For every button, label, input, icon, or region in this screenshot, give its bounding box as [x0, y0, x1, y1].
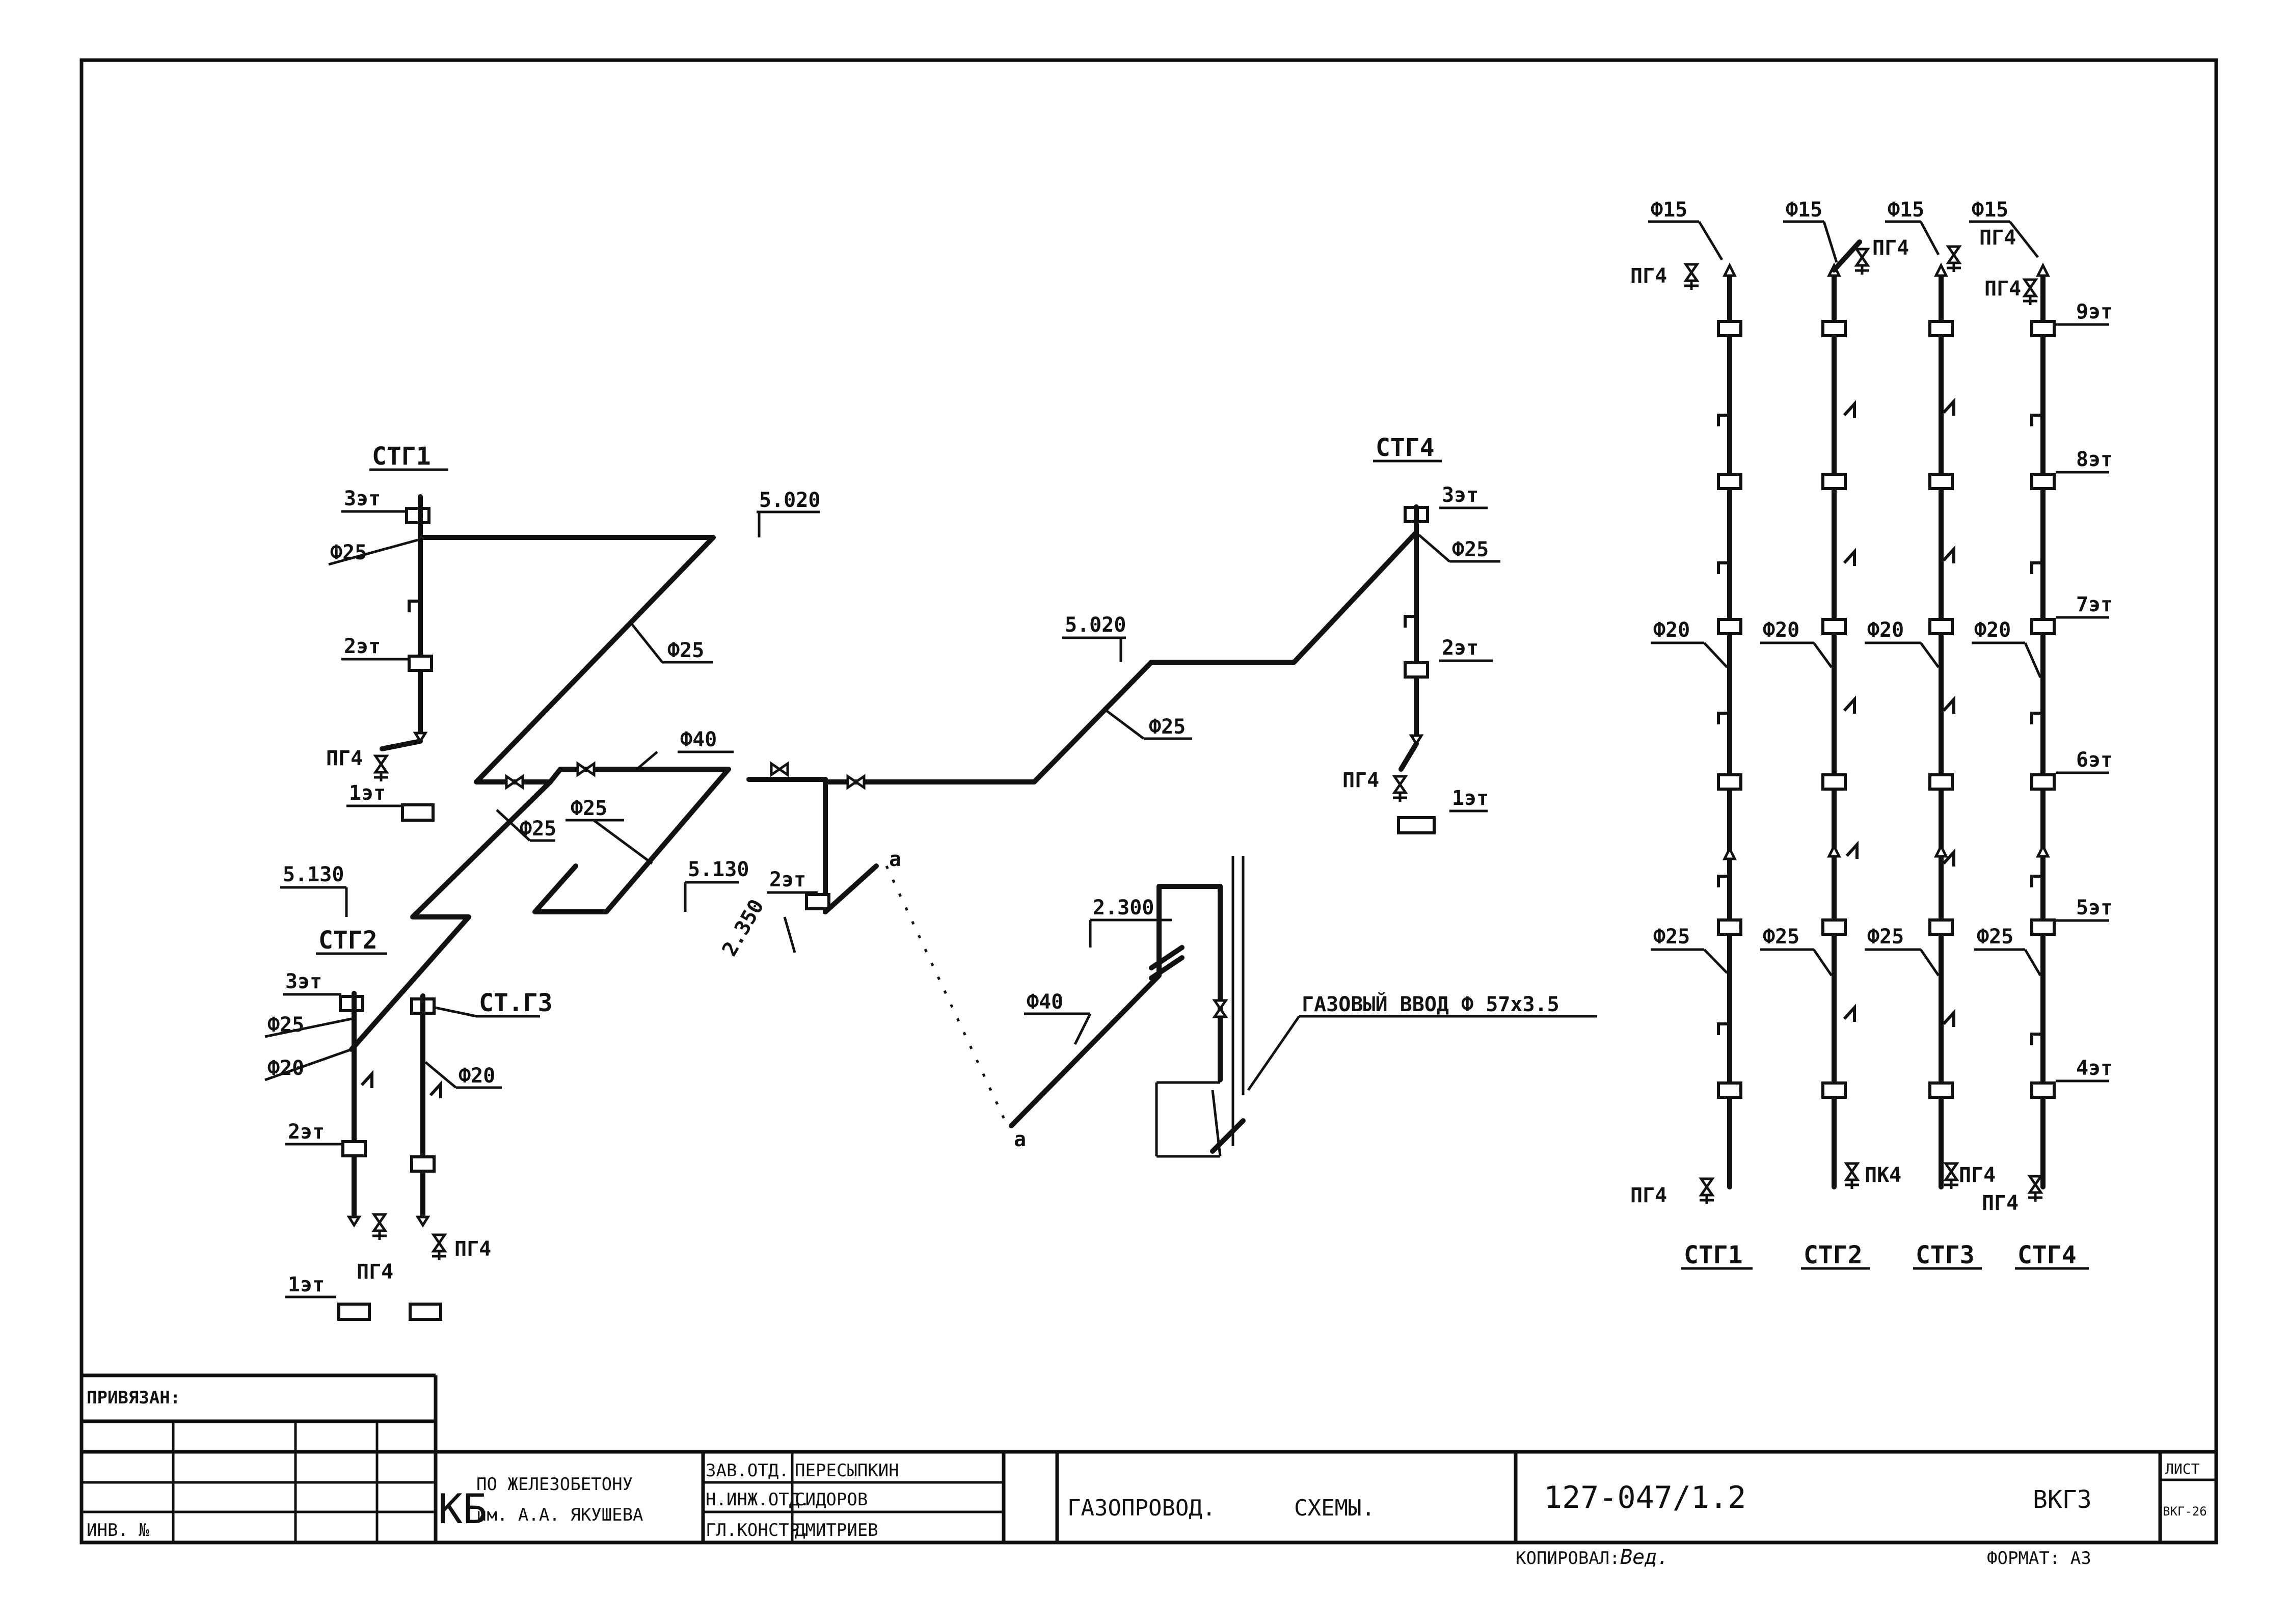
title-block: ПРИВЯЗАН: ИНВ. № КБ ПО ЖЕЛЕЗОБЕТОНУ им. … [82, 1373, 2216, 1569]
left-scheme: СТГ1 3эт Ф25 2эт ПГ4 1эт 5.020 Ф25 [264, 434, 1597, 1321]
diameter-label: Ф25 [1452, 538, 1489, 561]
right-scheme: Ф15 ПГ4 Ф20 Ф25 ПГ4 СТГ [1630, 198, 2113, 1270]
gas-meter-label: ПГ4 [357, 1260, 393, 1284]
role-name: СИДОРОВ [795, 1490, 868, 1510]
meter-label: ПГ4 [1984, 277, 2021, 301]
floor-label: 1эт [1452, 787, 1489, 810]
diameter-top-label: Ф15 [1651, 198, 1687, 222]
diameter-label: Ф20 [1867, 618, 1904, 642]
floor-label: 9эт [2076, 300, 2113, 323]
riser-label-ctg4: СТГ4 [1376, 434, 1435, 462]
role-name: ДМИТРИЕВ [795, 1520, 878, 1540]
floor-label: 2эт [769, 868, 806, 891]
riser-label-ctg1: СТГ1 [372, 442, 431, 471]
diameter-label: Ф25 [330, 541, 367, 564]
copied-signature: Вед. [1620, 1546, 1669, 1569]
meter-label: ПГ4 [1982, 1192, 2019, 1215]
floor-label: 2эт [1442, 636, 1478, 660]
diameter-top-label: Ф15 [1972, 198, 2008, 222]
drawing-title: ГАЗОПРОВОД. [1067, 1495, 1216, 1521]
sheet-number: ВКГ-26 [2163, 1504, 2207, 1519]
floor-label: 3эт [285, 970, 322, 993]
point-a-label: а [1014, 1128, 1026, 1151]
floor-label: 1эт [288, 1273, 325, 1296]
diameter-label: Ф25 [1867, 925, 1904, 949]
floor-label: 8эт [2076, 448, 2113, 471]
floor-label: 2эт [344, 635, 381, 658]
diameter-label: Ф40 [1027, 990, 1063, 1014]
right-riser-3: Ф15 Ф20 Ф25 ПГ4 СТГ3 [1865, 198, 1996, 1270]
meter-label: ПГ4 [1630, 264, 1667, 288]
elevation-mark: 2.300 [1093, 896, 1154, 919]
diameter-label: Ф25 [667, 639, 704, 662]
riser-ctg2-left: СТГ2 3эт Ф25 Ф20 2эт ПГ4 1эт [264, 926, 393, 1321]
diameter-label: Ф20 [459, 1064, 495, 1088]
diameter-label: Ф25 [571, 797, 607, 820]
meter-label: ПГ4 [1630, 1184, 1667, 1207]
format-label: ФОРМАТ: А3 [1987, 1548, 2091, 1568]
copied-label: КОПИРОВАЛ: [1516, 1548, 1620, 1568]
diameter-label: Ф20 [1763, 618, 1799, 642]
diameter-label: Ф25 [1977, 925, 2013, 949]
doc-number: 127-047/1.2 [1544, 1480, 1746, 1515]
diameter-label: Ф25 [1763, 925, 1799, 949]
floor-label: 5эт [2076, 896, 2113, 919]
meter-label: ПГ4 [1979, 226, 2016, 250]
diameter-label: Ф20 [1653, 618, 1690, 642]
org-abbr: КБ [438, 1485, 487, 1533]
elevation-mark: 5.020 [1065, 613, 1126, 637]
riser-label: СТГ2 [1804, 1241, 1863, 1269]
riser-label-ctg2: СТГ2 [318, 926, 378, 955]
diameter-label: Ф40 [680, 728, 717, 751]
elevation-mark: 2.350 [718, 896, 769, 960]
diameter-top-label: Ф15 [1888, 198, 1924, 222]
elevation-mark: 5.020 [759, 489, 820, 512]
role-label: ЗАВ.ОТД. [706, 1460, 789, 1481]
drawing-subtitle: СХЕМЫ. [1294, 1495, 1375, 1521]
meter-label: ПГ4 [1959, 1163, 1996, 1187]
riser-label: СТГ1 [1684, 1241, 1743, 1269]
sheet-code: ВКГ3 [2033, 1485, 2092, 1514]
role-name: ПЕРЕСЫПКИН [795, 1460, 899, 1481]
floor-label: 7эт [2076, 593, 2113, 616]
right-riser-2: Ф15 ПГ4 Ф20 Ф25 ПК4 [1760, 198, 1909, 1270]
riser-ctg4-left: СТГ4 3эт Ф25 2эт ПГ4 1эт [1342, 434, 1500, 834]
diameter-top-label: Ф15 [1786, 198, 1822, 222]
floor-label: 3эт [1442, 483, 1478, 507]
diameter-label: Ф20 [1974, 618, 2011, 642]
floor-label: 4эт [2076, 1057, 2113, 1080]
elevation-mark: 5.130 [688, 858, 749, 881]
riser-ctg1-left: СТГ1 3эт Ф25 2эт ПГ4 1эт [326, 442, 448, 822]
gas-inlet-label: ГАЗОВЫЙ ВВОД Ф 57х3.5 [1302, 992, 1559, 1016]
floor-label: 3эт [344, 487, 381, 510]
inv-label: ИНВ. № [87, 1520, 149, 1540]
role-label: Н.ИНЖ.ОТД. [706, 1490, 810, 1510]
role-label: ГЛ.КОНСТР. [706, 1520, 810, 1540]
org-line-1: ПО ЖЕЛЕЗОБЕТОНУ [476, 1474, 633, 1495]
meter-label: ПГ4 [1872, 236, 1909, 260]
bound-label: ПРИВЯЗАН: [87, 1388, 180, 1408]
diameter-label: Ф25 [1653, 925, 1690, 949]
floor-label: 6эт [2076, 748, 2113, 772]
elevation-mark: 5.130 [283, 863, 344, 886]
riser-label-ctg3: СТ.Г3 [479, 989, 553, 1017]
floor-label: 1эт [349, 781, 386, 805]
sheet-label: ЛИСТ [2165, 1460, 2200, 1477]
right-riser-4: Ф15 ПГ4 ПГ4 9эт 8эт 7эт Ф20 6эт [1969, 198, 2113, 1270]
gas-meter-label: ПГ4 [454, 1237, 491, 1261]
gas-meter-label: ПГ4 [326, 747, 363, 770]
org-line-2: им. А.А. ЯКУШЕВА [476, 1505, 643, 1525]
gas-meter-label: ПГ4 [1342, 769, 1379, 792]
diameter-label: Ф25 [1149, 715, 1186, 739]
riser-label: СТГ3 [1916, 1241, 1975, 1269]
right-riser-1: Ф15 ПГ4 Ф20 Ф25 ПГ4 СТГ [1630, 198, 1753, 1270]
riser-label: СТГ4 [2017, 1241, 2077, 1269]
meter-label: ПК4 [1865, 1163, 1901, 1187]
gas-inlet: а Ф40 2.300 ГАЗОВЫЙ ВВОД Ф 57х3.5 [885, 856, 1597, 1158]
point-a-label: а [889, 848, 901, 871]
riser-ctg3-left: СТ.Г3 Ф20 ПГ4 [409, 989, 553, 1321]
floor-label: 2эт [288, 1120, 325, 1144]
